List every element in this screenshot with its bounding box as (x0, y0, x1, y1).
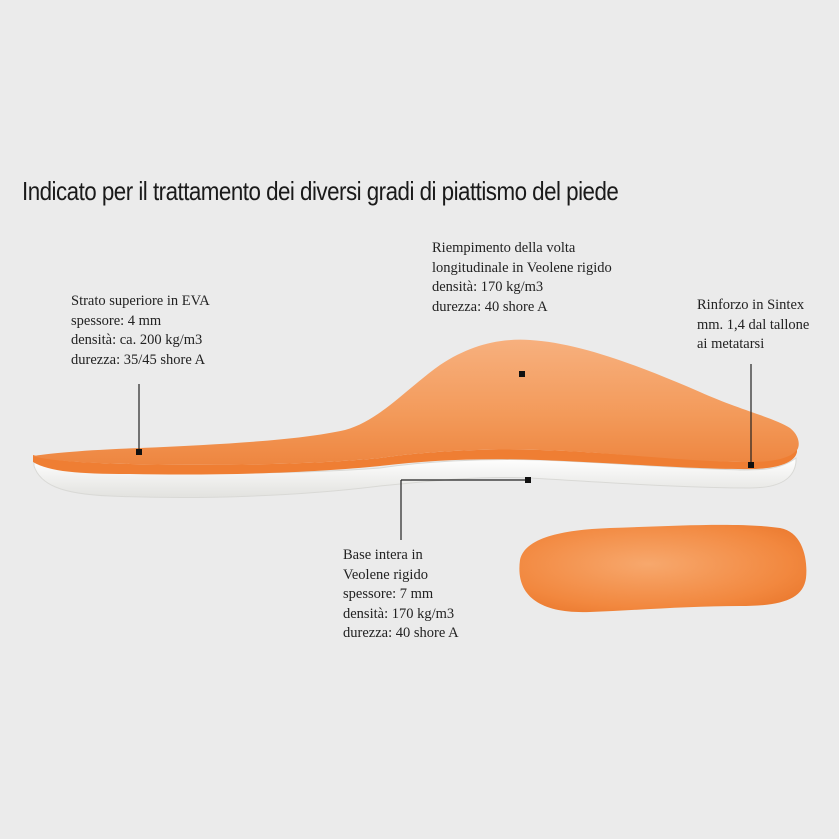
callout-line: ai metatarsi (697, 336, 765, 352)
callout-line: mm. 1,4 dal tallone (697, 316, 810, 333)
top-layer-surface (33, 339, 799, 465)
top-layer-edge (33, 444, 797, 475)
callout-line: spessore: 7 mm (343, 586, 434, 602)
callout-line: Riempimento della volta (432, 240, 576, 256)
sole-bottom-view (519, 524, 807, 613)
callout-line: durezza: 40 shore A (343, 625, 459, 641)
callout-line: durezza: 35/45 shore A (71, 351, 206, 368)
markers (136, 371, 754, 483)
marker-base (525, 477, 531, 483)
callout-top-layer: Strato superiore in EVA spessore: 4 mm d… (71, 292, 210, 370)
callout-line: densità: ca. 200 kg/m3 (71, 332, 203, 348)
callout-arch-fill: Riempimento della volta longitudinale in… (432, 239, 612, 317)
callout-line: densità: 170 kg/m3 (432, 279, 544, 295)
callout-line: Strato superiore in EVA (71, 293, 210, 309)
headline: Indicato per il trattamento dei diversi … (22, 176, 619, 206)
callout-line: Rinforzo in Sintex (697, 297, 805, 313)
marker-top-layer (136, 449, 142, 455)
callout-reinforcement: Rinforzo in Sintex mm. 1,4 dal tallone a… (697, 296, 809, 355)
callout-line: Veolene rigido (343, 566, 428, 583)
base-layer (33, 457, 797, 499)
callout-line: densità: 170 kg/m3 (343, 605, 455, 622)
callout-line: durezza: 40 shore A (432, 298, 548, 315)
marker-reinforcement (748, 462, 754, 468)
callout-line: spessore: 4 mm (71, 312, 162, 329)
marker-arch-fill (519, 371, 525, 377)
callout-line: longitudinale in Veolene rigido (432, 259, 612, 276)
callout-base: Base intera in Veolene rigido spessore: … (343, 546, 459, 644)
leader-lines (138, 364, 752, 540)
callout-line: Base intera in (343, 547, 423, 563)
